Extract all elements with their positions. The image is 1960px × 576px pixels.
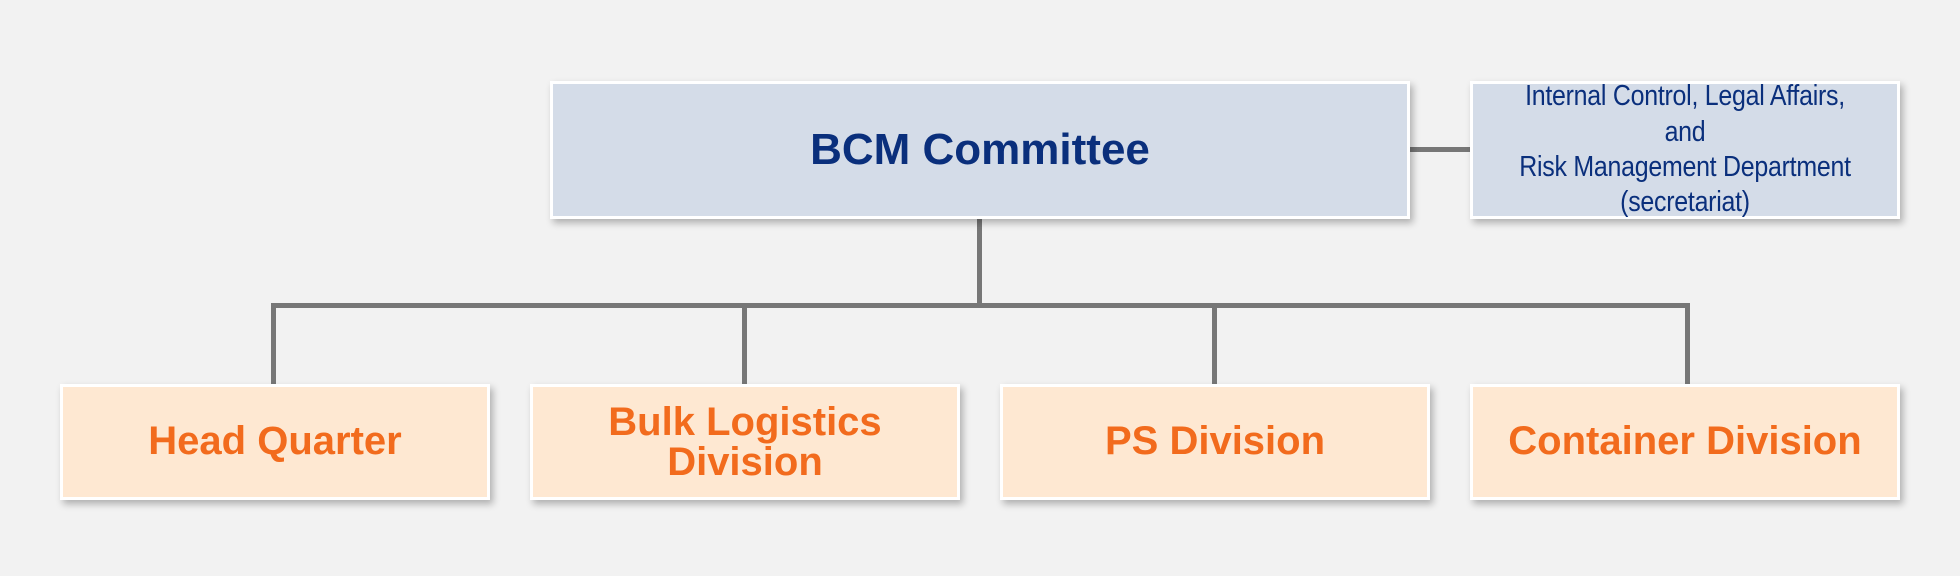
secretariat-box: Internal Control, Legal Affairs, and Ris… bbox=[1470, 80, 1900, 219]
ps-division-drop-connector bbox=[1212, 303, 1217, 385]
head-quarter-box: Head Quarter bbox=[60, 384, 490, 500]
committee-vertical-connector bbox=[977, 218, 982, 306]
bcm-committee-label: BCM Committee bbox=[810, 125, 1150, 175]
head-quarter-drop-connector bbox=[271, 303, 276, 385]
container-division-drop-connector bbox=[1685, 303, 1690, 385]
ps-division-label: PS Division bbox=[1104, 419, 1326, 464]
container-division-label: Container Division bbox=[1508, 419, 1862, 464]
bcm-committee-box: BCM Committee bbox=[550, 81, 1410, 219]
head-quarter-label: Head Quarter bbox=[148, 419, 402, 464]
bulk-logistics-box: Bulk Logistics Division bbox=[530, 384, 960, 500]
secretariat-label: Internal Control, Legal Affairs, and Ris… bbox=[1519, 80, 1851, 219]
division-horizontal-connector bbox=[271, 303, 1690, 308]
container-division-box: Container Division bbox=[1470, 384, 1900, 500]
bulk-logistics-label: Bulk Logistics Division bbox=[608, 400, 882, 484]
committee-to-secretariat-connector bbox=[1409, 147, 1472, 152]
bulk-logistics-drop-connector bbox=[742, 303, 747, 385]
ps-division-box: PS Division bbox=[1000, 384, 1430, 500]
